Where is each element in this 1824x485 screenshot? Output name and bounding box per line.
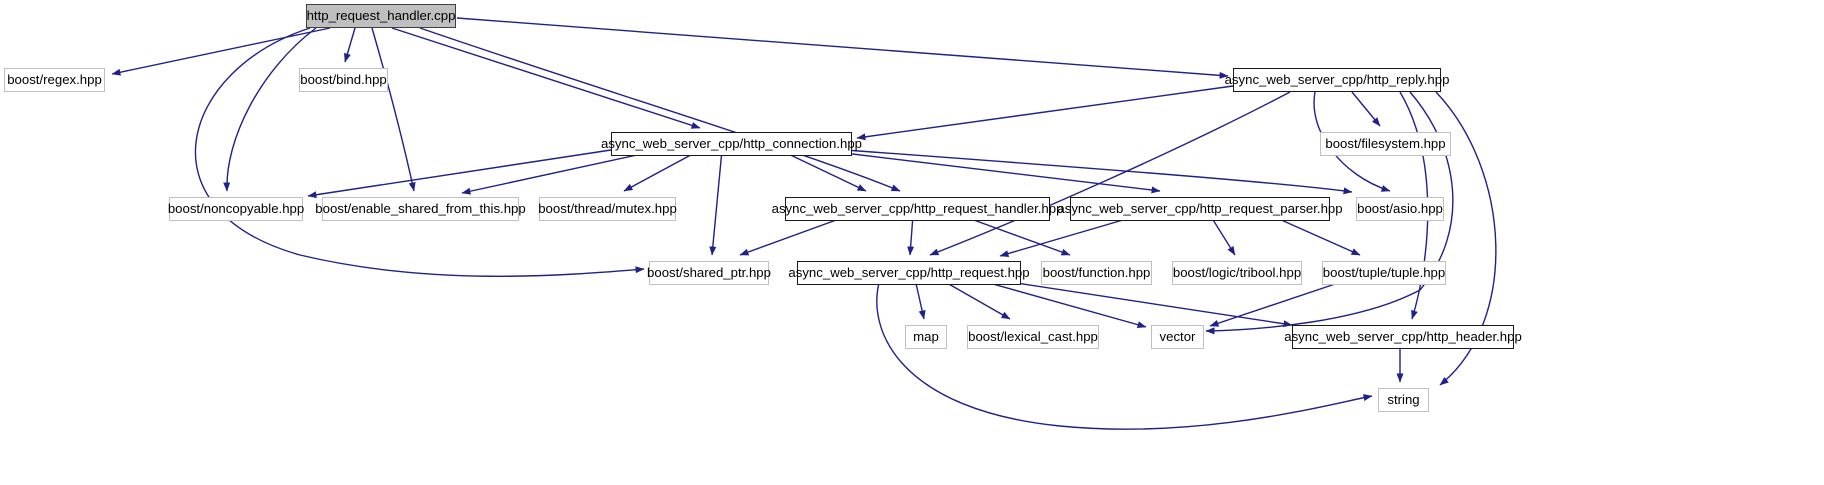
edge-connection-to-shared-ptr — [709, 149, 723, 256]
node-label: boost/enable_shared_from_this.hpp — [315, 201, 526, 217]
node-string[interactable]: string — [1378, 388, 1429, 412]
edge-rqh-to-function — [959, 214, 1071, 256]
edge-connection-to-request-parser — [819, 149, 1161, 194]
edge-request-to-string — [876, 278, 1373, 430]
edge-reply-to-filesystem — [1351, 91, 1381, 127]
edge-root-to-shared-ptr — [194, 27, 645, 277]
edge-connection-to-request-handler — [779, 149, 867, 192]
node-label: boost/bind.hpp — [300, 72, 387, 88]
node-label: boost/regex.hpp — [7, 72, 102, 88]
node-label: boost/lexical_cast.hpp — [968, 329, 1098, 345]
node-label: async_web_server_cpp/http_request_parser… — [1057, 201, 1343, 217]
node-label: string — [1387, 392, 1420, 408]
edge-request-to-vector — [974, 278, 1147, 329]
edge-rqh-to-request — [907, 214, 915, 256]
node-boost-filesystem-hpp[interactable]: boost/filesystem.hpp — [1320, 132, 1451, 156]
node-http-reply-hpp[interactable]: async_web_server_cpp/http_reply.hpp — [1225, 68, 1449, 92]
node-http-request-handler-hpp[interactable]: async_web_server_cpp/http_request_handle… — [772, 197, 1063, 221]
node-vector[interactable]: vector — [1151, 325, 1204, 349]
node-http-header-hpp[interactable]: async_web_server_cpp/http_header.hpp — [1284, 325, 1522, 349]
node-label: boost/logic/tribool.hpp — [1172, 265, 1302, 281]
node-label: async_web_server_cpp/http_request_handle… — [771, 201, 1064, 217]
node-boost-tuple-tuple-hpp[interactable]: boost/tuple/tuple.hpp — [1322, 261, 1446, 285]
edge-root-to-request-handler — [419, 27, 901, 192]
node-boost-asio-hpp[interactable]: boost/asio.hpp — [1356, 197, 1444, 221]
node-label: async_web_server_cpp/http_connection.hpp — [601, 136, 862, 152]
node-boost-logic-tribool-hpp[interactable]: boost/logic/tribool.hpp — [1172, 261, 1302, 285]
node-http-request-handler-cpp[interactable]: http_request_handler.cpp — [306, 4, 456, 28]
node-http-connection-hpp[interactable]: async_web_server_cpp/http_connection.hpp — [601, 132, 862, 156]
edge-connection-to-noncopyable — [307, 149, 612, 199]
edge-root-to-enable-shared — [371, 27, 416, 192]
edge-reply-to-request — [929, 91, 1291, 256]
node-label: boost/asio.hpp — [1357, 201, 1443, 217]
node-label: map — [913, 329, 939, 345]
edge-root-to-http-reply — [456, 17, 1229, 79]
node-boost-lexical-cast-hpp[interactable]: boost/lexical_cast.hpp — [967, 325, 1099, 349]
node-boost-bind-hpp[interactable]: boost/bind.hpp — [299, 68, 388, 92]
edge-tuple-to-vector — [1209, 278, 1351, 327]
node-label: vector — [1159, 329, 1196, 345]
edge-root-to-http-connection — [391, 27, 701, 129]
node-label: boost/function.hpp — [1042, 265, 1151, 281]
node-label: async_web_server_cpp/http_request.hpp — [788, 265, 1030, 281]
node-label: boost/shared_ptr.hpp — [647, 265, 771, 281]
edge-request-to-header — [989, 278, 1293, 328]
node-label: http_request_handler.cpp — [306, 8, 456, 24]
edge-request-to-map — [914, 278, 926, 320]
edge-rqp-to-tuple — [1269, 214, 1361, 256]
node-boost-enable-shared-from-this-hpp[interactable]: boost/enable_shared_from_this.hpp — [315, 197, 526, 221]
node-label: boost/tuple/tuple.hpp — [1322, 265, 1446, 281]
node-http-request-hpp[interactable]: async_web_server_cpp/http_request.hpp — [788, 261, 1030, 285]
edge-rqh-to-shared-ptr — [739, 214, 851, 256]
node-label: boost/filesystem.hpp — [1325, 136, 1446, 152]
edge-reply-to-connection — [856, 85, 1234, 141]
node-label: async_web_server_cpp/http_reply.hpp — [1224, 72, 1450, 88]
node-boost-shared-ptr-hpp[interactable]: boost/shared_ptr.hpp — [647, 261, 771, 285]
edge-connection-to-enable-shared — [461, 149, 661, 195]
edge-request-to-lexical-cast — [939, 278, 1011, 320]
node-boost-function-hpp[interactable]: boost/function.hpp — [1041, 261, 1152, 285]
edge-rqp-to-tribool — [1209, 214, 1236, 256]
node-label: async_web_server_cpp/http_header.hpp — [1284, 329, 1522, 345]
node-boost-thread-mutex-hpp[interactable]: boost/thread/mutex.hpp — [538, 197, 677, 221]
node-label: boost/thread/mutex.hpp — [538, 201, 677, 217]
node-http-request-parser-hpp[interactable]: async_web_server_cpp/http_request_parser… — [1057, 197, 1343, 221]
node-boost-noncopyable-hpp[interactable]: boost/noncopyable.hpp — [167, 197, 305, 221]
node-label: boost/noncopyable.hpp — [167, 201, 305, 217]
edge-connection-to-mutex — [623, 149, 701, 192]
edge-rqp-to-request — [999, 214, 1141, 257]
edge-root-to-regex — [111, 27, 331, 76]
edge-root-to-noncopyable — [223, 27, 317, 192]
node-boost-regex-hpp[interactable]: boost/regex.hpp — [4, 68, 105, 92]
edge-root-to-bind — [344, 27, 356, 63]
edge-connection-to-asio — [844, 149, 1353, 195]
node-map[interactable]: map — [905, 325, 947, 349]
